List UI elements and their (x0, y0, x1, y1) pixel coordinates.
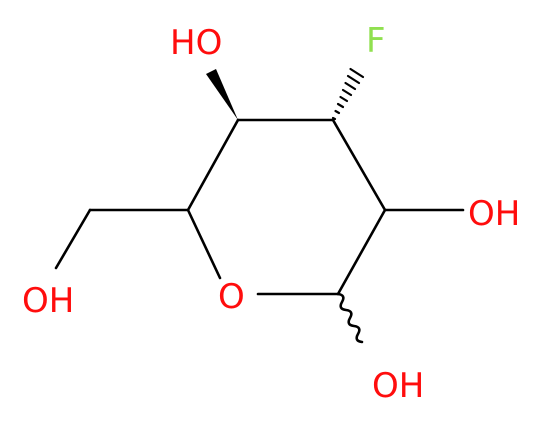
atom-label-ring-oxygen: O (218, 277, 245, 317)
wavy-bond-c1-oh (336, 292, 364, 344)
bond-c3-c2 (331, 118, 387, 212)
bond-o-ring-c5 (186, 208, 222, 280)
bond-c2-c1 (336, 208, 387, 296)
atom-label-oh-right: OH (468, 194, 520, 234)
hash-bond-c3-f (331, 67, 365, 121)
atom-label-oh-bottom: OH (372, 366, 424, 406)
atom-label-oh-top: HO (170, 23, 222, 63)
wedge-bond-c4-oh (206, 69, 238, 120)
bond-ch2-oh (54, 208, 92, 270)
bond-c5-c4 (186, 118, 240, 212)
atom-label-fluorine: F (366, 21, 386, 61)
atom-label-oh-left: OH (22, 281, 74, 321)
